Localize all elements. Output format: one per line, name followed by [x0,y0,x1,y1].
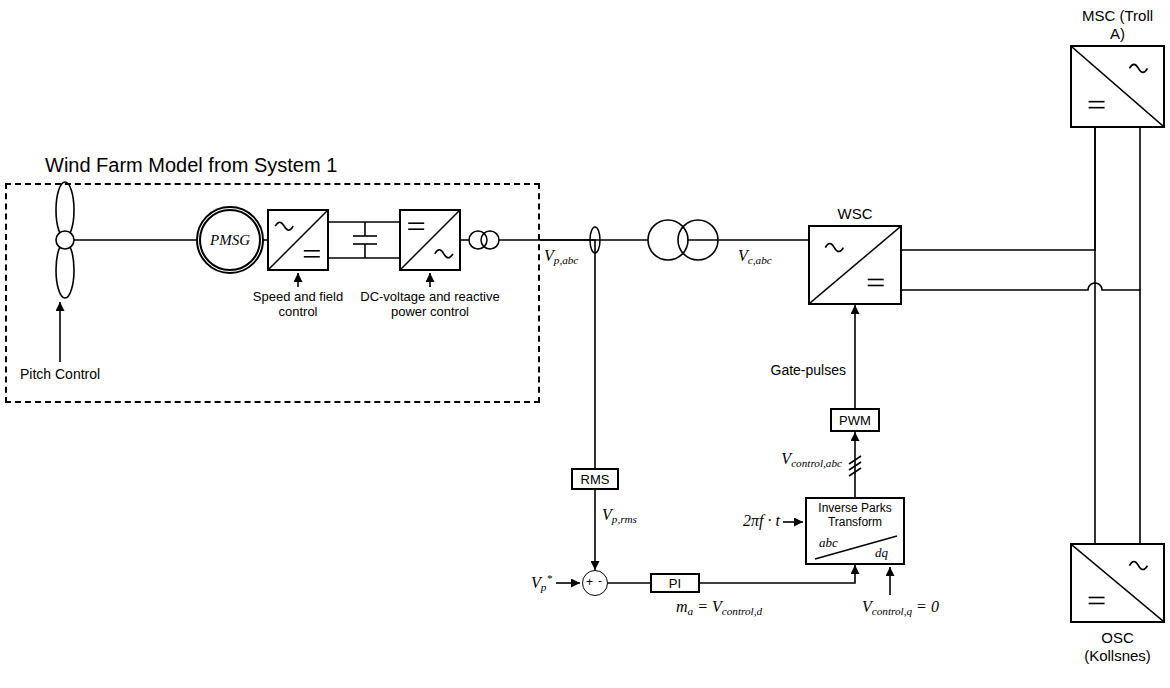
pitch-arrow [59,302,61,362]
signal-name: 2πf · t [743,512,780,530]
signal-name: Vcontrol,q = 0 [862,598,939,618]
connector [1094,128,1096,543]
generator-circle: PMSG [196,206,264,274]
connector [540,240,595,468]
wire [328,221,400,223]
dc-symbol [868,285,884,287]
node-text: RMS [581,472,610,487]
connector [902,128,1095,250]
signal-name: Vp* [531,572,552,594]
wire [328,257,400,259]
q-reference-arrow [889,567,891,595]
ac-symbol [825,244,843,252]
node-text: PMSG [210,232,250,249]
transform-block: Inverse Parks Transform abc dq [805,497,905,565]
node-text: PI [669,576,681,591]
dc-symbol [408,228,424,230]
node-text: WSC [815,205,895,223]
converter-diagonal [810,227,900,303]
node-text: MSC (Troll A) [1082,7,1154,43]
converter-symbol [1072,47,1163,126]
connector [854,305,856,408]
reference-arrow [556,582,580,584]
converter-box: OSC (Kollsnes) [1070,543,1165,623]
transformer-winding [648,220,688,260]
converter-box: MSC (Troll A) [1070,45,1165,128]
dc-bus [1139,128,1141,290]
measurement-sensor [590,227,600,253]
wire [499,239,540,241]
dc-symbol [304,256,320,258]
ac-symbol [1129,64,1147,72]
signal-name: Vcontrol,abc [781,450,842,470]
converter-box [400,210,460,270]
node-text: OSC (Kollsnes) [1078,629,1158,665]
wire [460,239,469,241]
turbine-hub [56,231,74,249]
capacitor-plate [353,243,377,245]
dc-symbol [868,279,884,281]
three-phase-mark [849,468,861,476]
converter-box [268,210,328,270]
connector [854,432,856,497]
dc-symbol [408,222,424,224]
controller-block: PI [650,573,700,593]
turbine-blade [56,242,74,298]
dc-symbol [304,250,320,252]
pwm-block: PWM [830,408,880,432]
annotation-label: Pitch Control [20,366,100,382]
ac-symbol [435,250,453,258]
node-text: + [586,576,593,588]
control-arrow [429,273,431,287]
rms-block: RMS [571,468,619,490]
converter-symbol [1072,545,1163,621]
turbine-shaft [74,239,200,241]
dc-symbol [1089,101,1105,103]
annotation-label: Speed and field control [243,290,353,320]
capacitor-lead [364,244,366,258]
node-text: - [598,575,602,587]
converter-diagonal [1072,545,1163,621]
transformer-winding [481,231,499,249]
signal-name: Vp,abc [544,247,578,267]
node-text: PWM [839,413,871,428]
angle-arrow [783,521,803,523]
connector [594,490,596,570]
converter-box: WSC [808,225,902,305]
signal-name: Vc,abc [738,247,772,267]
node-text: abc [819,535,838,551]
connector [902,283,1140,543]
node-text: Wind Farm Model from System 1 [45,153,337,177]
annotation-label: Gate-pulses [771,362,846,378]
node-text: dq [875,545,888,561]
transformer-winding [678,220,718,260]
summing-junction: +- [582,570,608,596]
control-arrow [297,273,299,287]
annotation-label: DC-voltage and reactive power control [350,290,510,320]
converter-diagonal [268,210,328,270]
converter-symbol [810,227,900,303]
node-text: Inverse Parks Transform [809,501,901,530]
ac-symbol [275,222,293,230]
connector [700,565,855,583]
converter-diagonal [400,210,460,270]
capacitor-lead [364,222,366,236]
dc-symbol [1089,597,1105,599]
connector [608,582,650,584]
capacitor-plate [353,235,377,237]
converter-diagonal [1072,47,1163,126]
signal-name: Vp,rms [602,506,637,526]
turbine-blade [56,182,74,238]
ac-symbol [1129,562,1147,570]
dc-symbol [1089,603,1105,605]
signal-name: ma = Vcontrol,d [676,598,762,618]
dc-symbol [1089,107,1105,109]
